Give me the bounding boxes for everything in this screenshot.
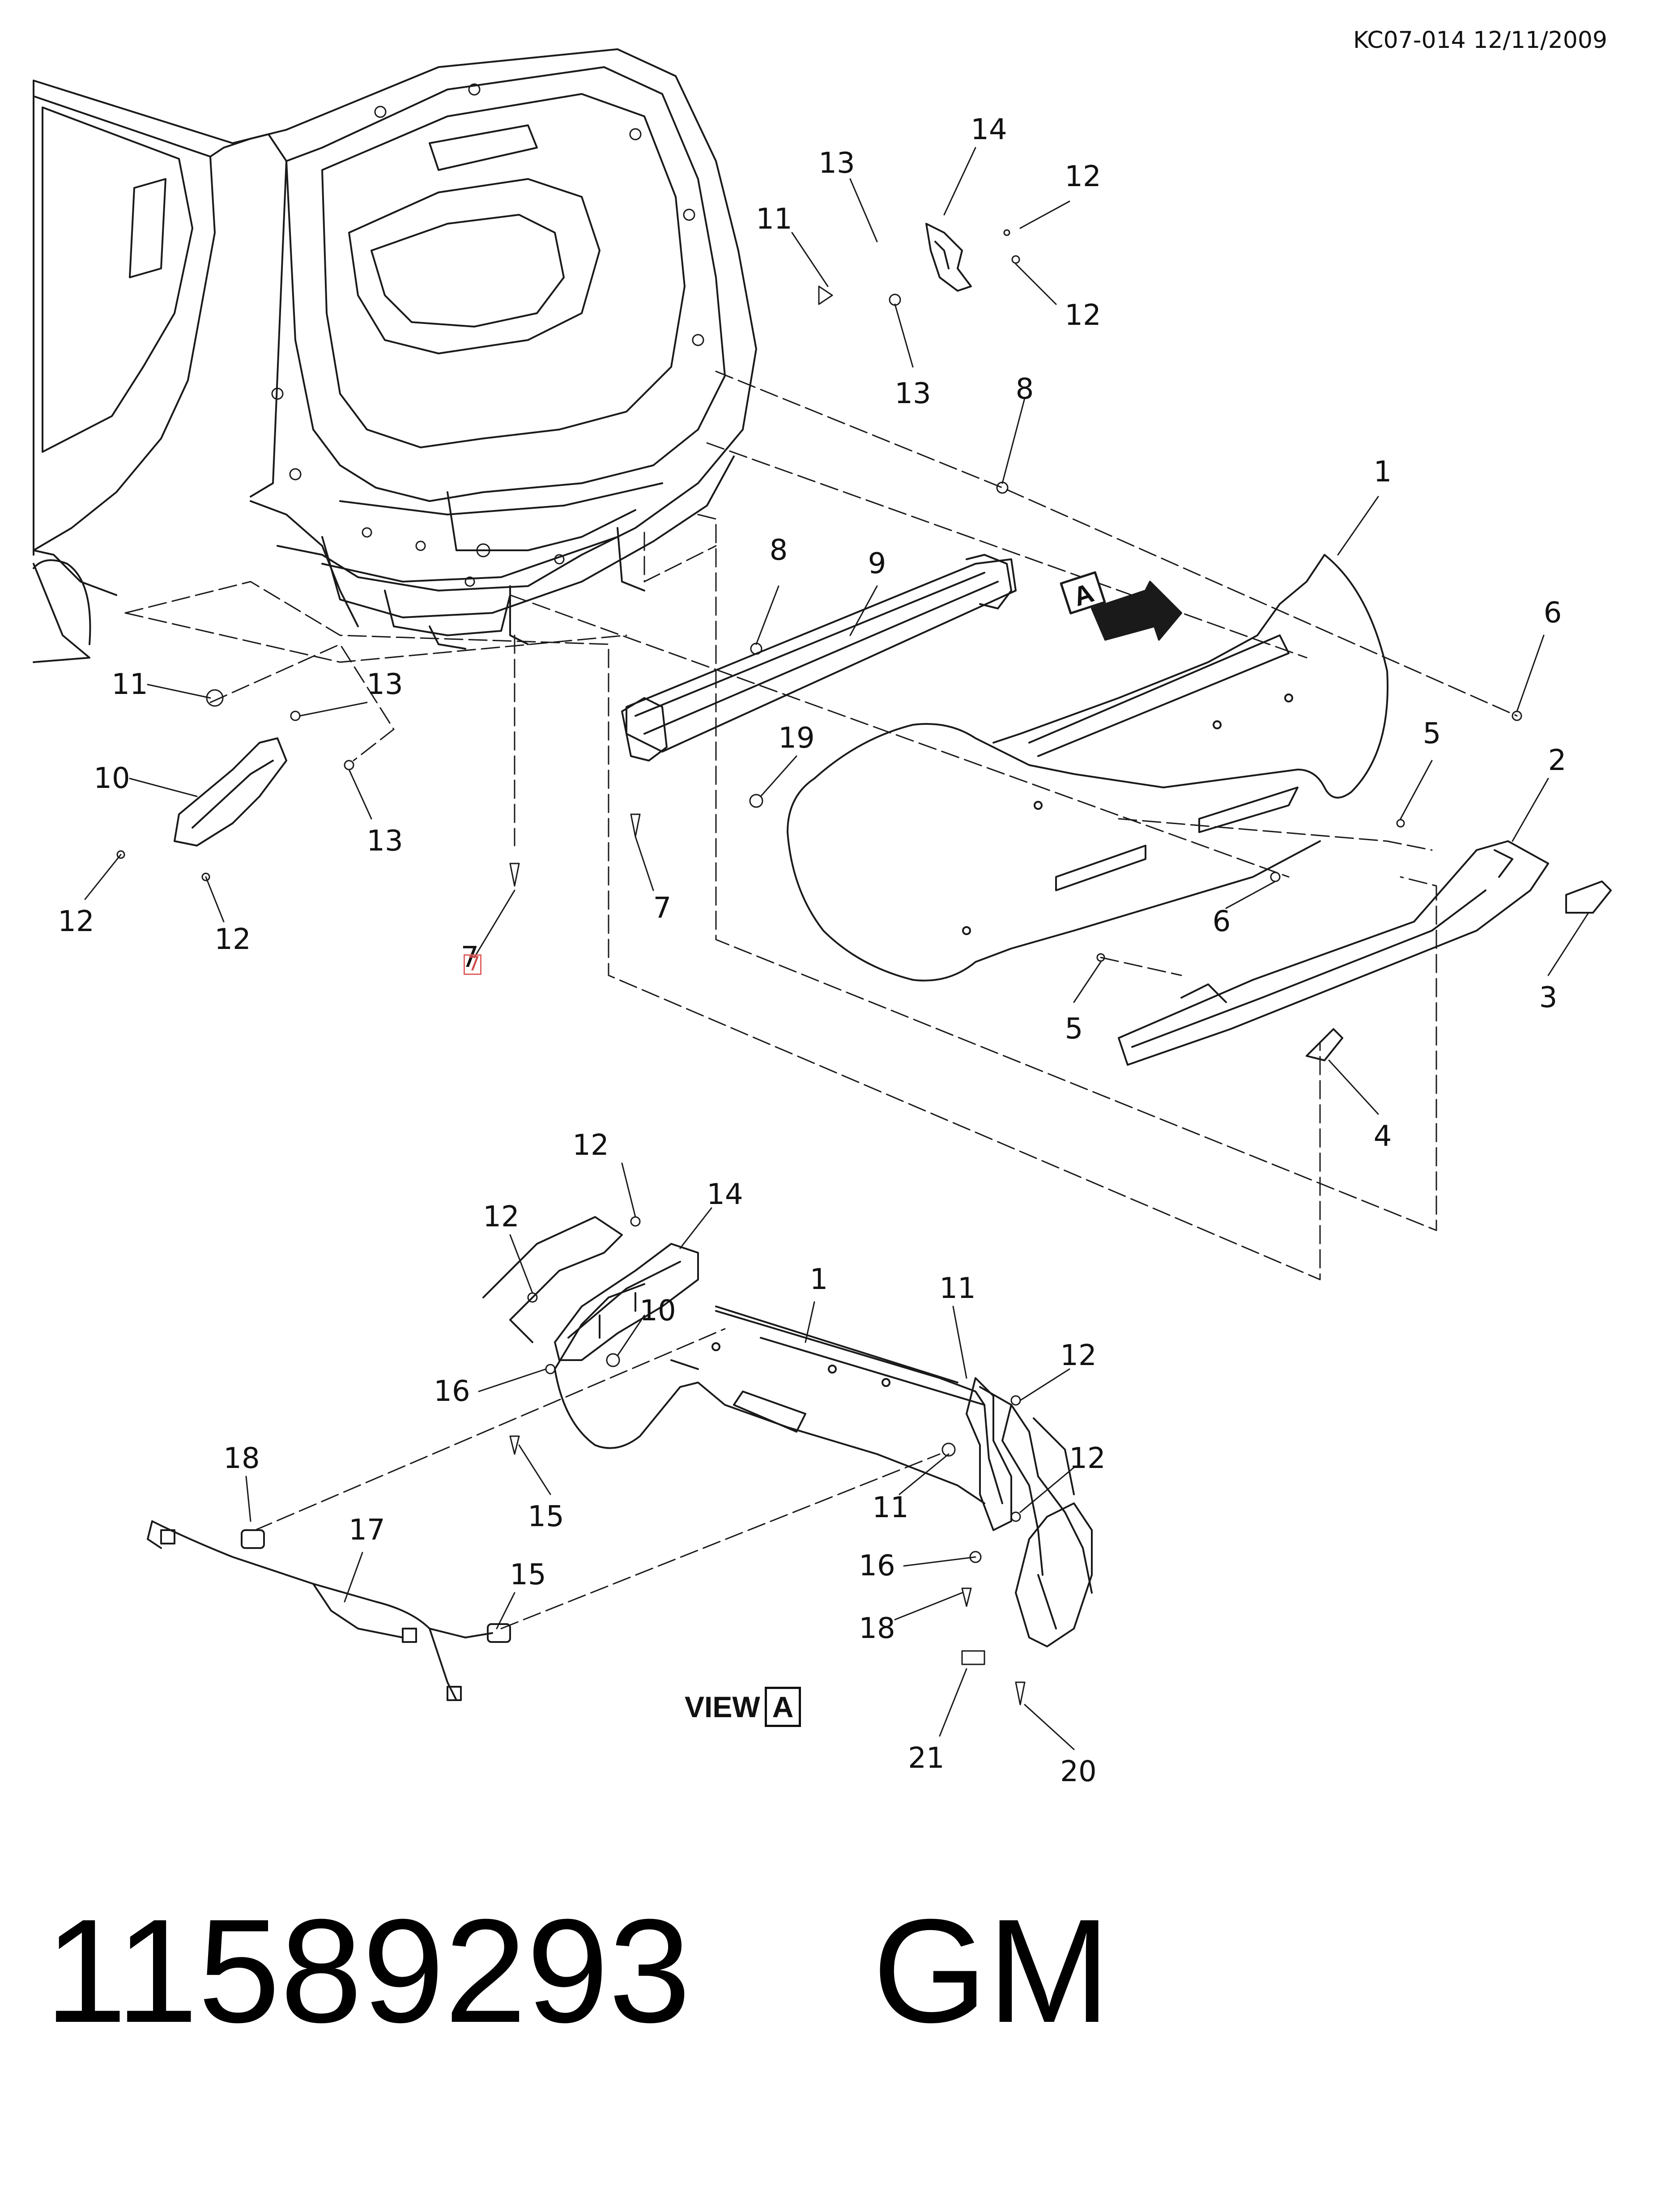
part-3-reflector: [1565, 881, 1612, 914]
callout-19: 19: [778, 722, 815, 755]
view-a-bumper-detail: [482, 1216, 1093, 1647]
callout-1: 1: [1373, 455, 1392, 489]
callout-21: 21: [908, 1742, 945, 1775]
callout-10: 10: [639, 1294, 676, 1327]
part-4-reflector: [1306, 1028, 1343, 1061]
callout-3: 3: [1539, 981, 1558, 1014]
part-number: 11589293: [45, 1888, 691, 2053]
callout-12: 12: [1069, 1442, 1106, 1475]
callout-15: 15: [510, 1558, 546, 1591]
part-14-bracket-top: [925, 223, 972, 292]
callout-8: 8: [769, 534, 788, 567]
part-2-lower-valance: [1118, 840, 1549, 1066]
view-direction-arrow: [1060, 571, 1182, 641]
callout-16: 16: [434, 1375, 470, 1408]
callout-12: 12: [1060, 1339, 1097, 1372]
callout-5: 5: [1422, 717, 1441, 750]
callout-2: 2: [1548, 744, 1567, 777]
callout-17: 17: [349, 1514, 385, 1547]
view-a-bracket-10: [966, 1377, 1012, 1531]
callout-10: 10: [94, 762, 130, 795]
body-detail-holes: [271, 83, 704, 587]
callout-11: 11: [756, 203, 792, 236]
manufacturer-name: GM: [873, 1888, 1111, 2053]
callout-8: 8: [1015, 373, 1034, 406]
callout-12: 12: [572, 1129, 609, 1162]
callout-1: 1: [809, 1263, 828, 1296]
callout-7: 7: [653, 892, 672, 925]
view-a-caption: VIEW A: [685, 1687, 801, 1727]
view-a-dashed-leaders: [254, 1328, 941, 1629]
highlighted-callout-box: [464, 954, 481, 975]
callout-9: 9: [868, 547, 886, 580]
callout-14: 14: [971, 113, 1007, 146]
callout-18: 18: [859, 1612, 895, 1645]
view-caption-text: VIEW: [685, 1690, 760, 1723]
callout-11: 11: [939, 1272, 976, 1305]
dashed-leader-lines: [124, 370, 1518, 1280]
fastener-parts: [116, 229, 1522, 962]
callout-16: 16: [859, 1549, 895, 1582]
callout-12: 12: [1065, 160, 1101, 193]
part-9-bumper-beam: [621, 554, 1017, 761]
drawing-code: KC07-014 12/11/2009: [1353, 27, 1607, 54]
callout-6: 6: [1543, 596, 1562, 630]
callout-12: 12: [483, 1200, 520, 1234]
callout-11: 11: [872, 1491, 909, 1524]
callout-14: 14: [707, 1178, 743, 1211]
view-a-bracket-14: [554, 1243, 699, 1361]
callout-13: 13: [366, 668, 403, 701]
callout-13: 13: [818, 147, 855, 180]
callout-leader-lines: [84, 147, 1589, 1115]
callout-6: 6: [1212, 905, 1231, 938]
callout-12: 12: [58, 905, 94, 938]
view-caption-marker: A: [764, 1687, 801, 1727]
view-a-wiring-harness: [147, 1520, 511, 1701]
callout-5: 5: [1065, 1012, 1083, 1046]
callout-12: 12: [1065, 299, 1101, 332]
part-1-rear-bumper-fascia: [787, 554, 1388, 982]
callout-20: 20: [1060, 1755, 1097, 1788]
callout-13: 13: [894, 377, 931, 410]
callout-13: 13: [366, 825, 403, 858]
highlighted-callout-label: 7: [468, 953, 480, 975]
callout-4: 4: [1373, 1120, 1392, 1153]
callout-11: 11: [111, 668, 148, 701]
view-a-callout-leaders: [245, 1162, 1075, 1750]
part-10-side-bracket: [174, 737, 287, 847]
callout-18: 18: [223, 1442, 260, 1475]
callout-12: 12: [214, 923, 251, 956]
callout-15: 15: [528, 1500, 564, 1533]
vehicle-body-shell: [33, 48, 757, 663]
